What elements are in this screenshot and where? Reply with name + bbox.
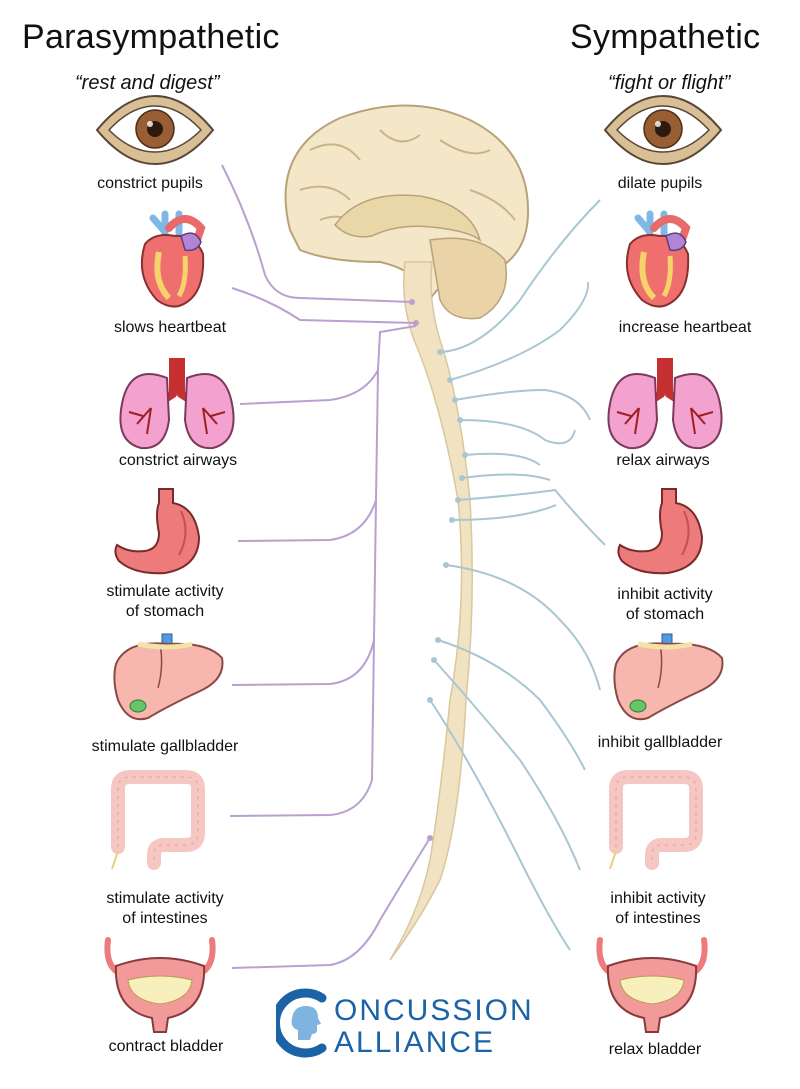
liver-icon bbox=[114, 634, 222, 719]
liver-icon bbox=[614, 634, 722, 719]
label-inhibit-gallbladder: inhibit gallbladder bbox=[550, 733, 770, 753]
label-contract-bladder: contract bladder bbox=[56, 1037, 276, 1057]
concussion-alliance-logo: ONCUSSION ALLIANCE bbox=[276, 988, 526, 1058]
heart-icon bbox=[142, 214, 203, 307]
sympathetic-title: Sympathetic bbox=[570, 18, 760, 57]
sympathetic-subtitle: “fight or flight” bbox=[608, 72, 730, 95]
logo-text-top: ONCUSSION bbox=[334, 994, 534, 1028]
label-constrict-airways: constrict airways bbox=[68, 451, 288, 471]
parasympathetic-subtitle: “rest and digest” bbox=[75, 72, 220, 95]
label-relax-bladder: relax bladder bbox=[545, 1040, 765, 1060]
label-dilate-pupils: dilate pupils bbox=[550, 174, 770, 194]
eye-icon bbox=[97, 96, 213, 164]
parasympathetic-nerves bbox=[222, 165, 433, 968]
label-stimulate-gallbladder: stimulate gallbladder bbox=[55, 737, 275, 757]
stomach-icon bbox=[618, 489, 702, 573]
intestines-icon bbox=[112, 777, 198, 869]
lungs-icon bbox=[608, 358, 721, 448]
head-in-c-icon bbox=[276, 988, 336, 1058]
bladder-icon bbox=[599, 940, 704, 1032]
bladder-icon bbox=[107, 940, 212, 1032]
cerebellum bbox=[430, 238, 506, 318]
lungs-icon bbox=[120, 358, 233, 448]
label-increase-heartbeat: increase heartbeat bbox=[575, 318, 795, 338]
stomach-icon bbox=[115, 489, 199, 573]
eye-icon bbox=[605, 96, 721, 164]
heart-icon bbox=[627, 214, 688, 307]
label-constrict-pupils: constrict pupils bbox=[40, 174, 260, 194]
label-slows-heartbeat: slows heartbeat bbox=[60, 318, 280, 338]
spinal-cord bbox=[390, 262, 472, 960]
logo-text-bottom: ALLIANCE bbox=[334, 1026, 495, 1060]
brain-and-spinal-cord bbox=[286, 105, 529, 960]
label-relax-airways: relax airways bbox=[553, 451, 773, 471]
intestines-icon bbox=[610, 777, 696, 869]
parasympathetic-title: Parasympathetic bbox=[22, 18, 280, 57]
